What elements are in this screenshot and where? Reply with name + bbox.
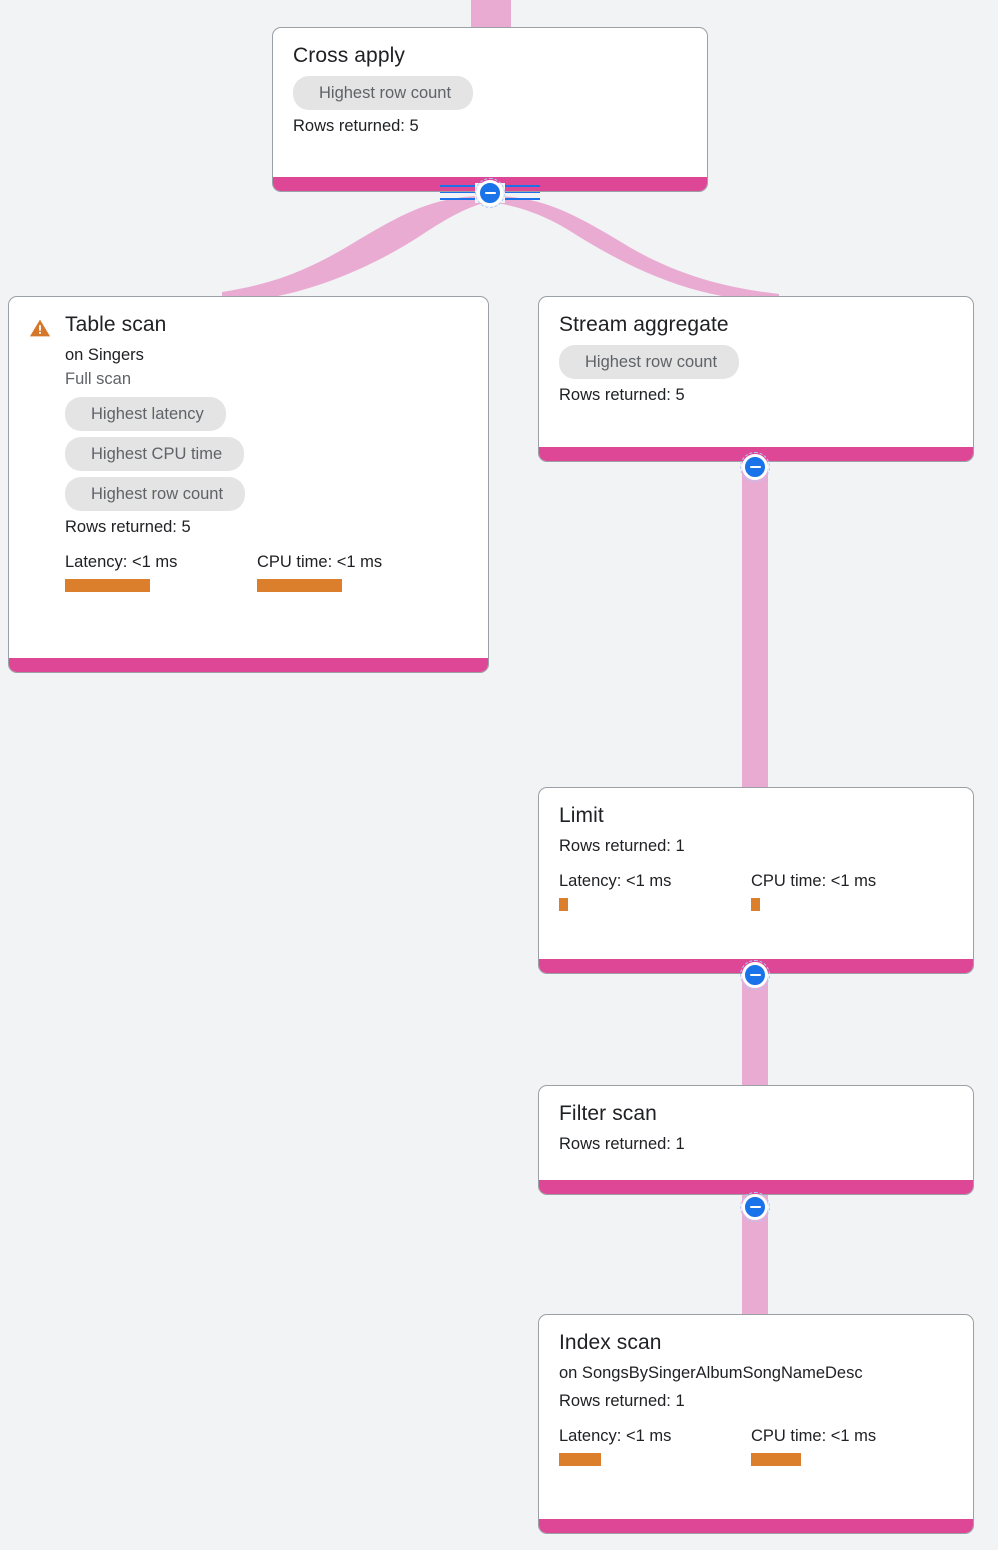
- node-body: Cross apply Highest row count Rows retur…: [273, 28, 707, 177]
- metric-latency-label: Latency: <1 ms: [559, 872, 672, 890]
- metric-cpu-time-label: CPU time: <1 ms: [257, 553, 383, 571]
- node-details: Rows returned: 1 Latency: <1 ms CPU time…: [559, 834, 953, 911]
- chip-highest-row-count: Highest row count: [559, 345, 740, 379]
- chip-row: Highest row count: [559, 339, 953, 379]
- node-header: Cross apply: [293, 42, 687, 70]
- chip-highest-row-count: Highest row count: [293, 76, 474, 110]
- node-body: Table scan on Singers Full scan Highest …: [9, 297, 488, 658]
- node-body: Stream aggregate Highest row count Rows …: [539, 297, 973, 447]
- node-title: Limit: [559, 804, 604, 827]
- node-header: Table scan: [29, 311, 468, 339]
- node-body: Limit Rows returned: 1 Latency: <1 ms CP…: [539, 788, 973, 959]
- rows-returned: Rows returned: 5: [559, 386, 685, 404]
- chip-row: Highest row count: [293, 70, 687, 110]
- metric-latency-bar: [65, 579, 150, 592]
- node-subtitle: on SongsBySingerAlbumSongNameDesc: [559, 1364, 863, 1382]
- metrics-row: Latency: <1 ms CPU time: <1 ms: [559, 1425, 953, 1466]
- edge-stream-aggregate-limit: [742, 462, 768, 787]
- metric-cpu-time: CPU time: <1 ms: [257, 551, 449, 592]
- node-body: Filter scan Rows returned: 1: [539, 1086, 973, 1180]
- node-details: Rows returned: 1: [559, 1132, 953, 1156]
- metric-latency: Latency: <1 ms: [559, 870, 751, 911]
- collapse-toggle-filter-scan[interactable]: [740, 1192, 770, 1222]
- node-details: on SongsBySingerAlbumSongNameDesc Rows r…: [559, 1361, 953, 1466]
- node-details: Highest row count Rows returned: 5: [559, 339, 953, 407]
- chip-row: Highest row count: [65, 471, 468, 511]
- metric-latency: Latency: <1 ms: [65, 551, 257, 592]
- chip-row: Highest latency: [65, 391, 468, 431]
- node-title: Table scan: [65, 313, 167, 336]
- metric-cpu-time-label: CPU time: <1 ms: [751, 1427, 877, 1445]
- node-header: Limit: [559, 802, 953, 830]
- rows-returned: Rows returned: 5: [65, 518, 191, 536]
- node-title: Index scan: [559, 1331, 662, 1354]
- node-body: Index scan on SongsBySingerAlbumSongName…: [539, 1315, 973, 1519]
- metric-latency-bar: [559, 898, 568, 911]
- metric-latency-label: Latency: <1 ms: [559, 1427, 672, 1445]
- node-index-scan[interactable]: Index scan on SongsBySingerAlbumSongName…: [538, 1314, 974, 1534]
- metrics-row: Latency: <1 ms CPU time: <1 ms: [65, 551, 468, 592]
- collapse-toggle-limit[interactable]: [740, 960, 770, 990]
- node-scan-type: Full scan: [65, 370, 132, 388]
- metrics-row: Latency: <1 ms CPU time: <1 ms: [559, 870, 953, 911]
- node-footer-bar: [539, 1180, 973, 1194]
- node-title: Cross apply: [293, 44, 405, 67]
- rows-returned: Rows returned: 1: [559, 837, 685, 855]
- edge-into-cross-apply: [471, 0, 511, 30]
- node-limit[interactable]: Limit Rows returned: 1 Latency: <1 ms CP…: [538, 787, 974, 974]
- rows-returned: Rows returned: 5: [293, 117, 419, 135]
- chip-highest-latency: Highest latency: [65, 397, 226, 431]
- metric-latency: Latency: <1 ms: [559, 1425, 751, 1466]
- node-header: Filter scan: [559, 1100, 953, 1128]
- chip-highest-row-count: Highest row count: [65, 477, 246, 511]
- node-filter-scan[interactable]: Filter scan Rows returned: 1: [538, 1085, 974, 1195]
- node-header: Index scan: [559, 1329, 953, 1357]
- node-title: Stream aggregate: [559, 313, 729, 336]
- node-details: Highest row count Rows returned: 5: [293, 70, 687, 138]
- warning-triangle-icon: [29, 319, 51, 337]
- rows-returned: Rows returned: 1: [559, 1135, 685, 1153]
- metric-cpu-time-bar: [751, 1453, 801, 1466]
- chip-row: Highest CPU time: [65, 431, 468, 471]
- metric-cpu-time: CPU time: <1 ms: [751, 1425, 943, 1466]
- node-details: on Singers Full scan Highest latency Hig…: [29, 343, 468, 592]
- metric-cpu-time-label: CPU time: <1 ms: [751, 872, 877, 890]
- node-stream-aggregate[interactable]: Stream aggregate Highest row count Rows …: [538, 296, 974, 462]
- metric-latency-bar: [559, 1453, 601, 1466]
- metric-cpu-time: CPU time: <1 ms: [751, 870, 943, 911]
- node-header: Stream aggregate: [559, 311, 953, 339]
- metric-cpu-time-bar: [751, 898, 760, 911]
- metric-latency-label: Latency: <1 ms: [65, 553, 178, 571]
- node-cross-apply[interactable]: Cross apply Highest row count Rows retur…: [272, 27, 708, 192]
- node-subtitle: on Singers: [65, 346, 144, 364]
- node-title: Filter scan: [559, 1102, 657, 1125]
- node-table-scan[interactable]: Table scan on Singers Full scan Highest …: [8, 296, 489, 673]
- metric-cpu-time-bar: [257, 579, 342, 592]
- node-footer-bar: [539, 1519, 973, 1533]
- collapse-toggle-cross-apply[interactable]: [475, 178, 505, 208]
- rows-returned: Rows returned: 1: [559, 1392, 685, 1410]
- edge-cross-apply-table-scan: [222, 196, 488, 296]
- collapse-toggle-stream-aggregate[interactable]: [740, 452, 770, 482]
- edge-cross-apply-stream-aggregate: [490, 196, 779, 296]
- node-footer-bar: [9, 658, 488, 672]
- chip-highest-cpu-time: Highest CPU time: [65, 437, 245, 471]
